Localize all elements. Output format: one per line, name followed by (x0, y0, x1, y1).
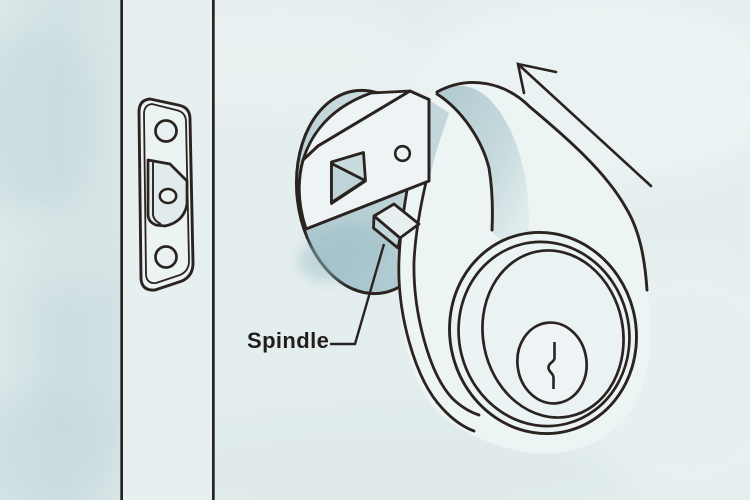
lock-body-top-face (301, 89, 412, 162)
spindle-leader-line (330, 243, 386, 346)
strike-screw-hole-top (154, 119, 178, 143)
strike-plate (137, 97, 195, 292)
backplate-edge-arc (435, 92, 494, 232)
cylinder-body-outline (435, 81, 649, 292)
rose-sliver-wash (429, 100, 449, 178)
spindle-front-face (372, 214, 402, 250)
latch-bolt-hole (158, 187, 178, 205)
key-slot (547, 342, 556, 389)
bolt-end (330, 162, 367, 204)
arrow-head (516, 62, 558, 95)
door-edge-line-left (120, 0, 123, 500)
latch-opening-depth (152, 162, 162, 225)
arrow-shaft (517, 63, 653, 188)
door-edge-line-right (212, 0, 215, 500)
spindle-label: Spindle (247, 328, 330, 353)
cylinder-crescent-shade (437, 85, 529, 262)
lock-screw-hole (393, 144, 412, 163)
cylinder-ring-inner (457, 240, 631, 428)
door-frame-gap (0, 0, 150, 500)
strike-plate-bevel (143, 103, 190, 284)
spindle-shaft (372, 202, 421, 250)
rose-shadow-wash (298, 223, 392, 281)
direction-arrow (516, 62, 653, 188)
cylinder-front (448, 231, 638, 435)
lock-body (297, 89, 431, 231)
strike-screw-hole-bottom (154, 245, 178, 269)
